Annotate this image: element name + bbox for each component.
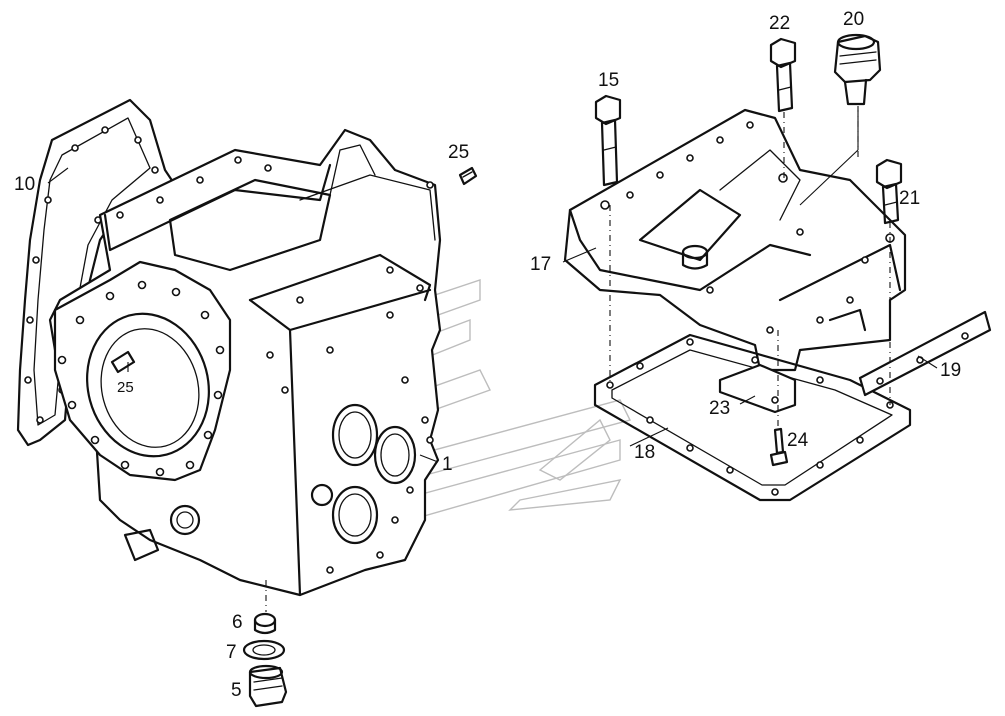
bolt-part-21 [875,158,903,225]
label-part-19: 19 [940,360,961,381]
label-part-18: 18 [634,442,655,463]
label-part-25-top: 25 [448,142,469,163]
label-part-5: 5 [231,680,242,701]
drain-plug-part-5 [248,664,288,708]
bolt-part-24 [769,427,789,467]
strip-part-19 [858,310,992,397]
label-part-17: 17 [530,254,551,275]
label-part-23: 23 [709,398,730,419]
plate-part-23 [718,363,797,414]
label-part-25-front: 25 [117,379,134,396]
seal-part-6 [253,612,277,635]
bolt-part-22 [769,37,797,113]
label-part-1: 1 [442,454,453,475]
transmission-housing-part-1 [48,128,442,597]
bolt-part-15 [594,94,622,187]
label-part-21: 21 [899,188,920,209]
top-cover-part-17 [563,108,907,372]
label-part-20: 20 [843,9,864,30]
label-part-24: 24 [787,430,809,451]
stud-part-25-front [110,350,136,374]
set-screw-part-25-top [458,166,478,186]
label-part-22: 22 [769,13,790,34]
label-part-7: 7 [226,642,237,663]
breather-part-20 [833,33,882,106]
assembly-centerlines [609,106,891,428]
washer-part-7 [242,639,286,661]
part-labels: 10 25 25 1 6 7 5 15 17 18 19 20 21 22 23… [14,9,961,701]
gasket-part-18 [593,333,912,502]
gasket-part-10 [16,98,177,447]
label-part-15: 15 [598,70,619,91]
label-part-10: 10 [14,174,35,195]
leader-lines [47,110,938,463]
label-part-6: 6 [232,612,243,633]
